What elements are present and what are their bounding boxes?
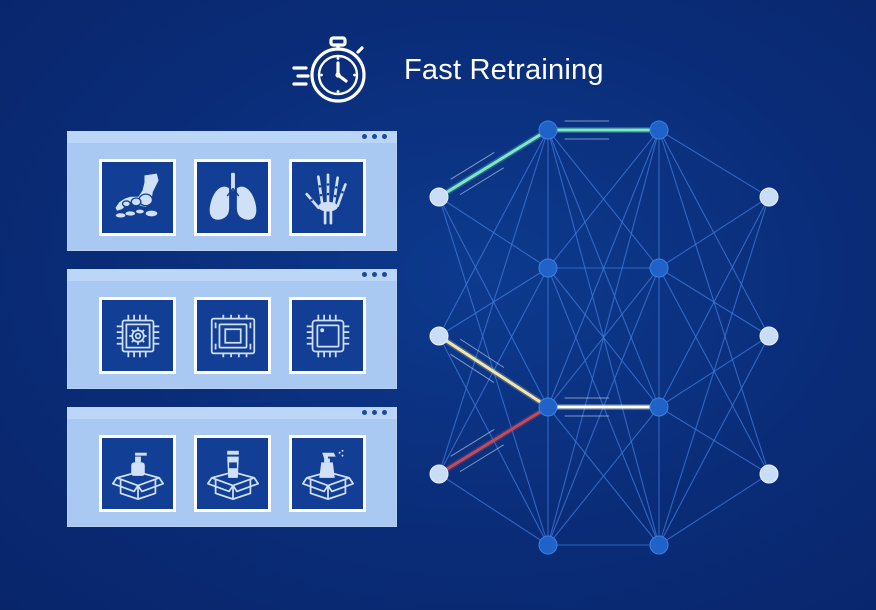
pump-bottle-box-tile xyxy=(99,435,176,512)
network-node-hidden xyxy=(649,535,669,555)
motion-streak xyxy=(459,338,505,368)
network-node-hidden xyxy=(649,258,669,278)
network-edge xyxy=(658,473,770,546)
network-edge xyxy=(438,473,549,546)
pump-bottle-box-icon xyxy=(111,452,164,500)
panel-title-bar xyxy=(67,407,397,419)
motion-streak xyxy=(450,152,495,180)
network-edge xyxy=(658,196,770,546)
hand-xray-icon xyxy=(304,172,347,224)
panel-title-bar xyxy=(67,131,397,143)
header: Fast Retraining xyxy=(292,30,604,110)
spray-bottle-box-tile xyxy=(289,435,366,512)
network-node-hidden xyxy=(649,397,669,417)
foot-bone-icon xyxy=(113,171,160,218)
microchip-icon xyxy=(306,314,349,357)
panel-title-bar xyxy=(67,269,397,281)
lungs-tile xyxy=(194,159,271,236)
gear-chip-tile xyxy=(99,297,176,374)
microchip-tile xyxy=(289,297,366,374)
network-node-hidden xyxy=(538,120,558,140)
network-edge xyxy=(438,129,549,475)
network-edge xyxy=(658,196,770,269)
network-node-outer xyxy=(429,464,449,484)
window-dot xyxy=(372,410,377,415)
window-dot xyxy=(372,134,377,139)
network-node-hidden xyxy=(538,258,558,278)
window-dots xyxy=(362,134,387,139)
highlight-edge xyxy=(437,128,550,199)
motion-streak xyxy=(450,429,495,457)
network-edge xyxy=(547,129,660,408)
tube-box-icon xyxy=(206,450,259,500)
lungs-icon xyxy=(209,172,256,220)
network-node-hidden xyxy=(649,120,669,140)
window-dot xyxy=(382,410,387,415)
network-edge xyxy=(547,129,660,269)
window-dot xyxy=(382,272,387,277)
network-node-hidden xyxy=(538,535,558,555)
spray-bottle-box-icon xyxy=(301,449,354,500)
processor-chip-tile xyxy=(194,297,271,374)
network-edge xyxy=(658,335,770,546)
chip-panel xyxy=(67,269,397,389)
foot-bone-tile xyxy=(99,159,176,236)
network-edge xyxy=(658,196,770,408)
network-node-hidden xyxy=(538,397,558,417)
network-edge xyxy=(547,129,660,546)
highlight-edge xyxy=(437,405,550,476)
network-edge xyxy=(658,129,770,198)
network-node-outer xyxy=(759,326,779,346)
network-edge xyxy=(438,129,549,337)
motion-streak xyxy=(459,167,504,196)
network-node-outer xyxy=(759,187,779,207)
processor-chip-icon xyxy=(210,314,255,357)
motion-streak xyxy=(459,444,504,473)
hand-xray-tile xyxy=(289,159,366,236)
window-dots xyxy=(362,410,387,415)
packaging-panel xyxy=(67,407,397,527)
stopwatch-icon xyxy=(292,36,366,103)
network-edge xyxy=(547,406,660,546)
network-node-outer xyxy=(759,464,779,484)
window-dot xyxy=(372,272,377,277)
page-title: Fast Retraining xyxy=(404,53,604,86)
medical-panel xyxy=(67,131,397,251)
motion-streak xyxy=(450,353,495,384)
highlight-edge xyxy=(437,334,550,409)
window-dot xyxy=(382,134,387,139)
gear-chip-icon xyxy=(116,314,159,357)
window-dot xyxy=(362,410,367,415)
window-dot xyxy=(362,134,367,139)
network-node-outer xyxy=(429,326,449,346)
tube-box-tile xyxy=(194,435,271,512)
window-dots xyxy=(362,272,387,277)
network-node-outer xyxy=(429,187,449,207)
window-dot xyxy=(362,272,367,277)
